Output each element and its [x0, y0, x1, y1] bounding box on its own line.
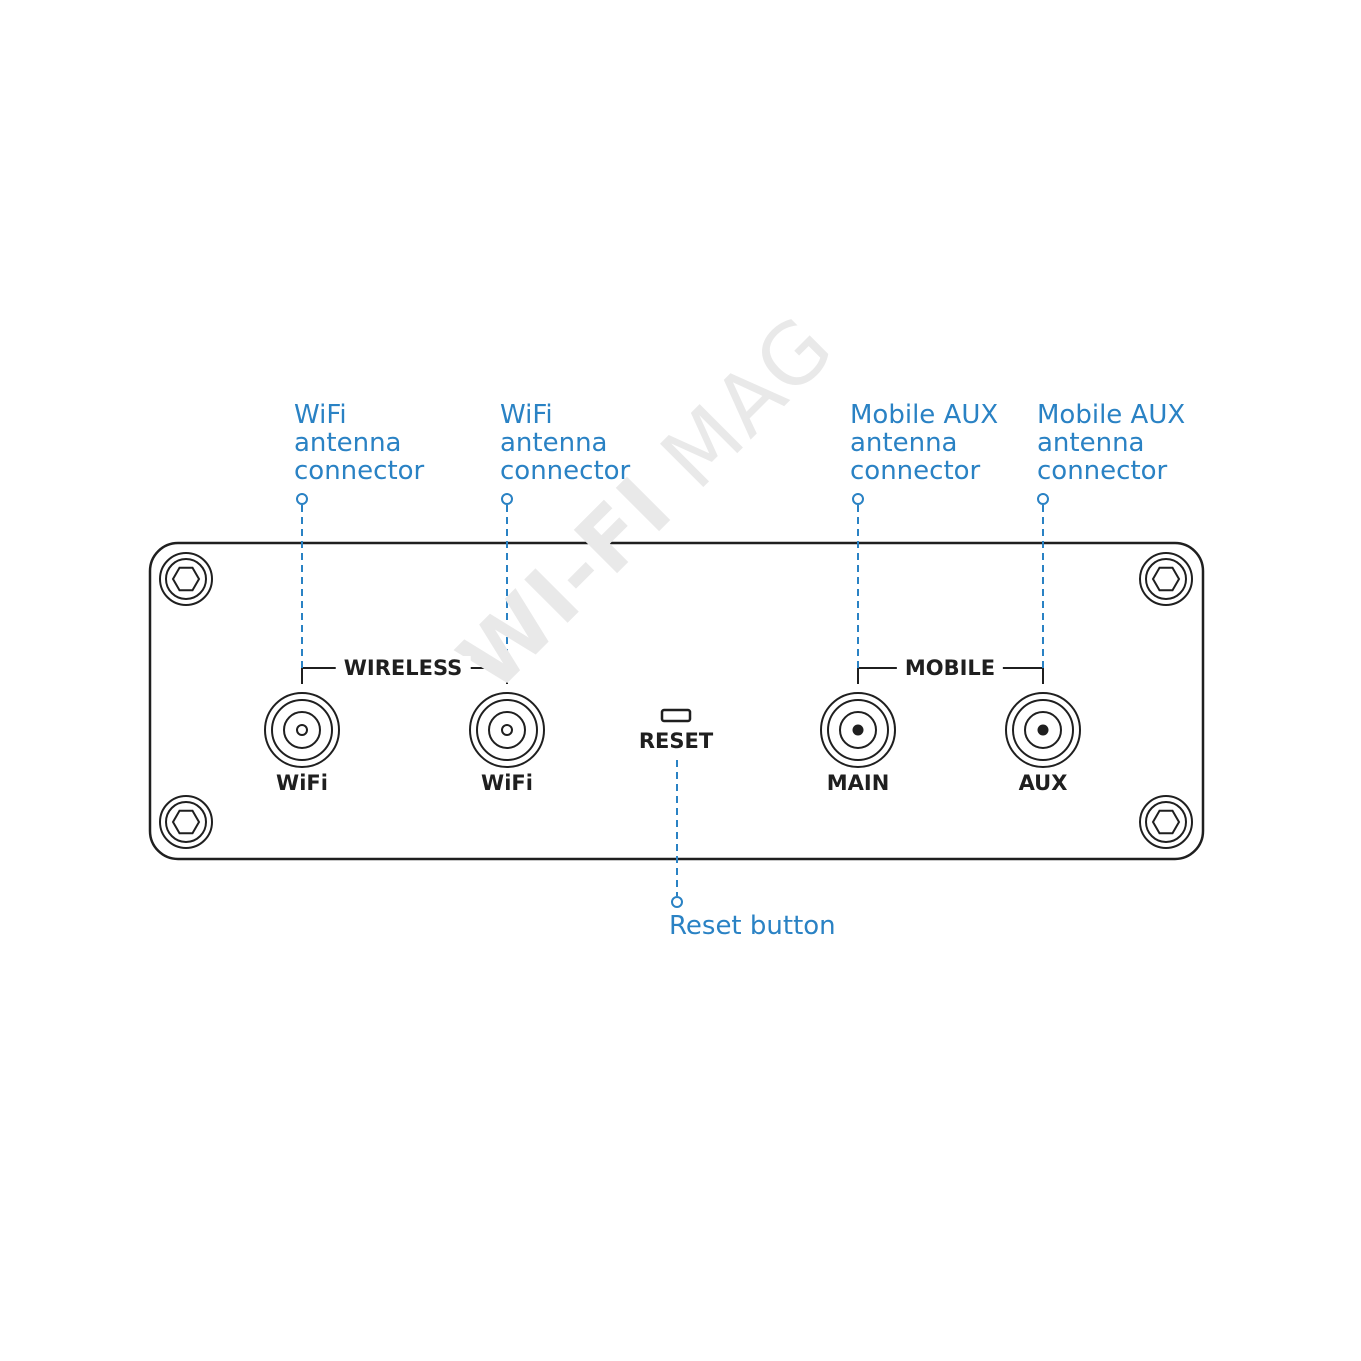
callout-mobile-main-antenna-connector: Mobile AUX antenna connector [850, 401, 998, 485]
callout-wifi-antenna-connector-2: WiFi antenna connector [500, 401, 630, 485]
wifi-connector-2-icon [469, 692, 545, 768]
connector-label-main: MAIN [826, 771, 890, 795]
callout-line: WiFi [500, 400, 553, 430]
callout-line: Mobile AUX [850, 400, 999, 430]
callout-line: connector [500, 456, 631, 486]
connector-label-wifi-1: WiFi [276, 771, 328, 795]
callout-line: connector [294, 456, 425, 486]
group-label-mobile: MOBILE [896, 656, 1004, 680]
group-label-wireless: WIRELESS [335, 656, 471, 680]
callout-reset-button: Reset button [669, 912, 836, 940]
screw-bottom-right-icon [1139, 795, 1193, 849]
callout-line: WiFi [294, 400, 347, 430]
callout-line: antenna [500, 428, 608, 458]
callout-line: connector [1037, 456, 1168, 486]
reset-label: RESET [638, 729, 714, 753]
wifi-connector-1-icon [264, 692, 340, 768]
connector-label-aux: AUX [1018, 771, 1068, 795]
callout-line: antenna [850, 428, 958, 458]
main-connector-icon [820, 692, 896, 768]
callout-line: connector [850, 456, 981, 486]
callout-mobile-aux-antenna-connector: Mobile AUX antenna connector [1037, 401, 1185, 485]
screw-top-left-icon [159, 552, 213, 606]
connector-label-wifi-2: WiFi [481, 771, 533, 795]
callout-wifi-antenna-connector-1: WiFi antenna connector [294, 401, 424, 485]
callout-line: antenna [294, 428, 402, 458]
callout-line: antenna [1037, 428, 1145, 458]
screw-bottom-left-icon [159, 795, 213, 849]
reset-button-icon [660, 708, 692, 723]
callout-line: Reset button [669, 911, 836, 941]
screw-top-right-icon [1139, 552, 1193, 606]
aux-connector-icon [1005, 692, 1081, 768]
callout-line: Mobile AUX [1037, 400, 1186, 430]
